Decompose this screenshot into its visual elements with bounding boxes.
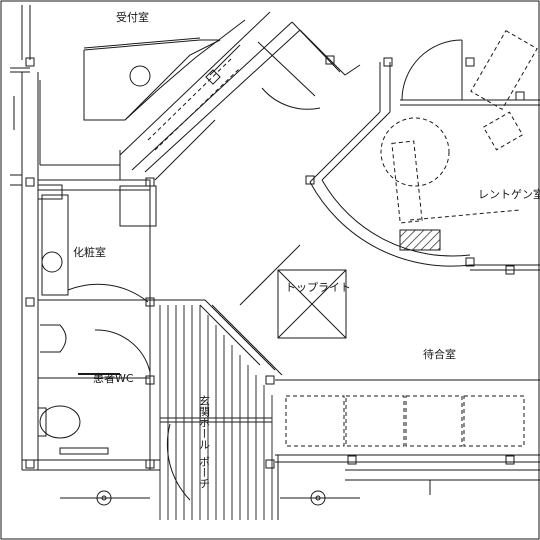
waiting-room-walls	[275, 379, 540, 520]
xray-room-label: レントゲン室	[478, 187, 540, 201]
powder-room	[37, 179, 157, 303]
waiting-room-benches	[285, 395, 525, 447]
patient-wc-label: 患者WC	[93, 372, 134, 385]
left-exterior-wall	[10, 5, 160, 471]
top-light-label: トップライト	[285, 281, 351, 294]
reception-room	[39, 19, 246, 180]
reception-label: 受付室	[116, 10, 149, 24]
powder-room-label: 化粧室	[73, 245, 106, 259]
structural-columns	[25, 55, 525, 469]
site-posts	[60, 480, 431, 506]
waiting-room-label: 待合室	[423, 347, 456, 361]
entrance-hall-stripes	[159, 305, 273, 520]
xray-equipment	[380, 30, 538, 224]
xray-room-walls	[309, 39, 540, 271]
top-light	[277, 269, 347, 339]
porch-label: ポーチ	[198, 456, 211, 489]
corridor-counter-dashed	[147, 57, 241, 151]
entrance-hall-walls	[149, 244, 301, 501]
entrance-hall-label: 玄関ホール	[198, 394, 211, 450]
diagonal-corridor-walls	[119, 11, 361, 181]
